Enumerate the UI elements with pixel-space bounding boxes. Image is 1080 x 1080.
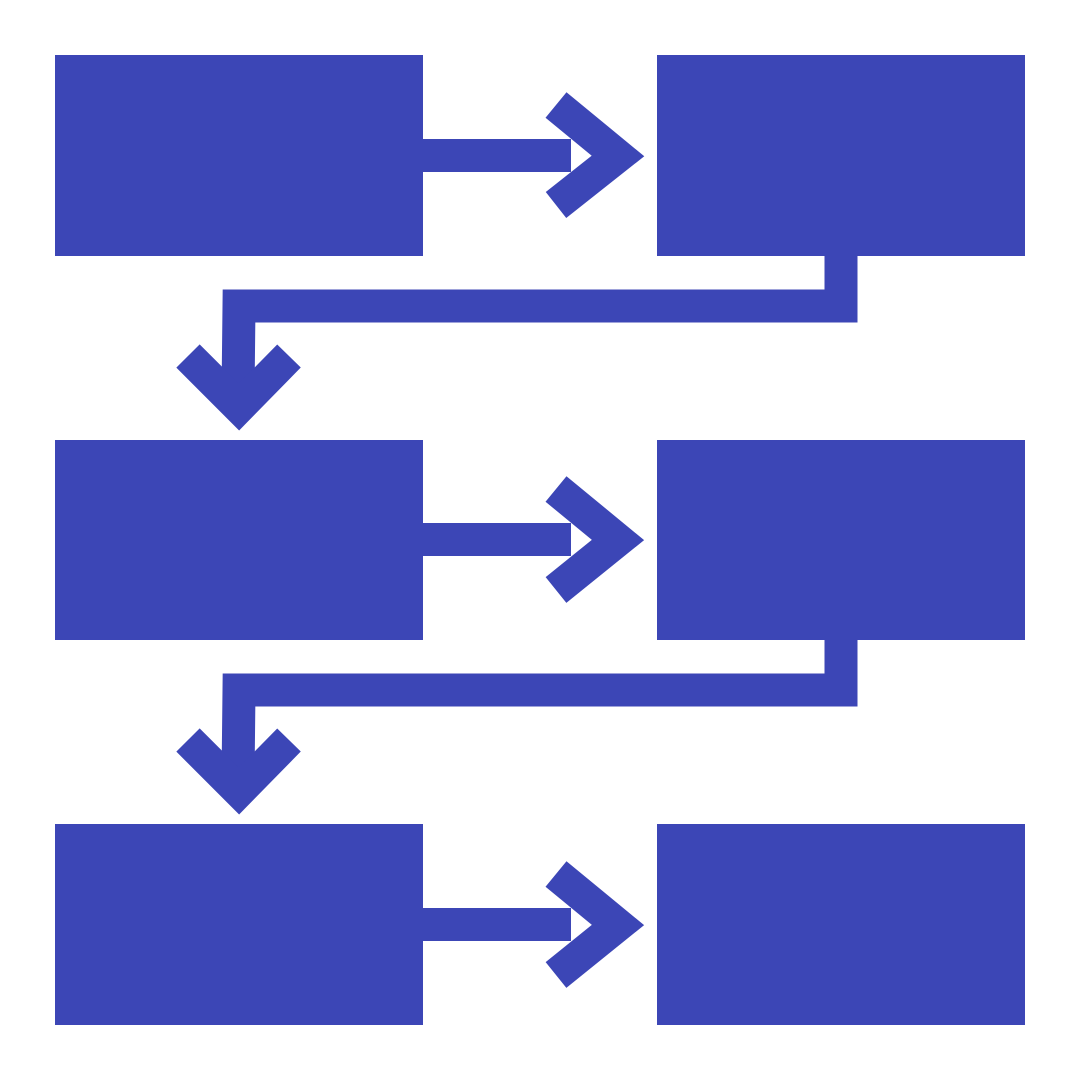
arrow-step-4-to-step-5 [176, 640, 858, 815]
step-6-box [657, 824, 1025, 1025]
arrow-step-1-to-step-2 [423, 92, 645, 218]
arrow-shaft [423, 139, 571, 172]
arrow-head-right-icon [545, 476, 645, 603]
arrow-step-3-to-step-4 [423, 476, 645, 603]
arrow-shaft [423, 908, 571, 941]
step-3-box [55, 440, 423, 640]
arrow-head-down-icon [176, 728, 301, 815]
arrow-elbow-line [221, 640, 858, 781]
step-4-box [657, 440, 1025, 640]
arrow-step-5-to-step-6 [423, 861, 645, 988]
step-2-box [657, 55, 1025, 256]
arrow-shaft [423, 523, 571, 556]
arrow-head-down-icon [176, 344, 301, 431]
arrow-step-2-to-step-3 [176, 256, 858, 431]
arrow-elbow-line [221, 256, 858, 396]
arrow-head-right-icon [545, 861, 645, 988]
arrow-head-right-icon [545, 92, 645, 218]
step-1-box [55, 55, 423, 256]
step-5-box [55, 824, 423, 1025]
